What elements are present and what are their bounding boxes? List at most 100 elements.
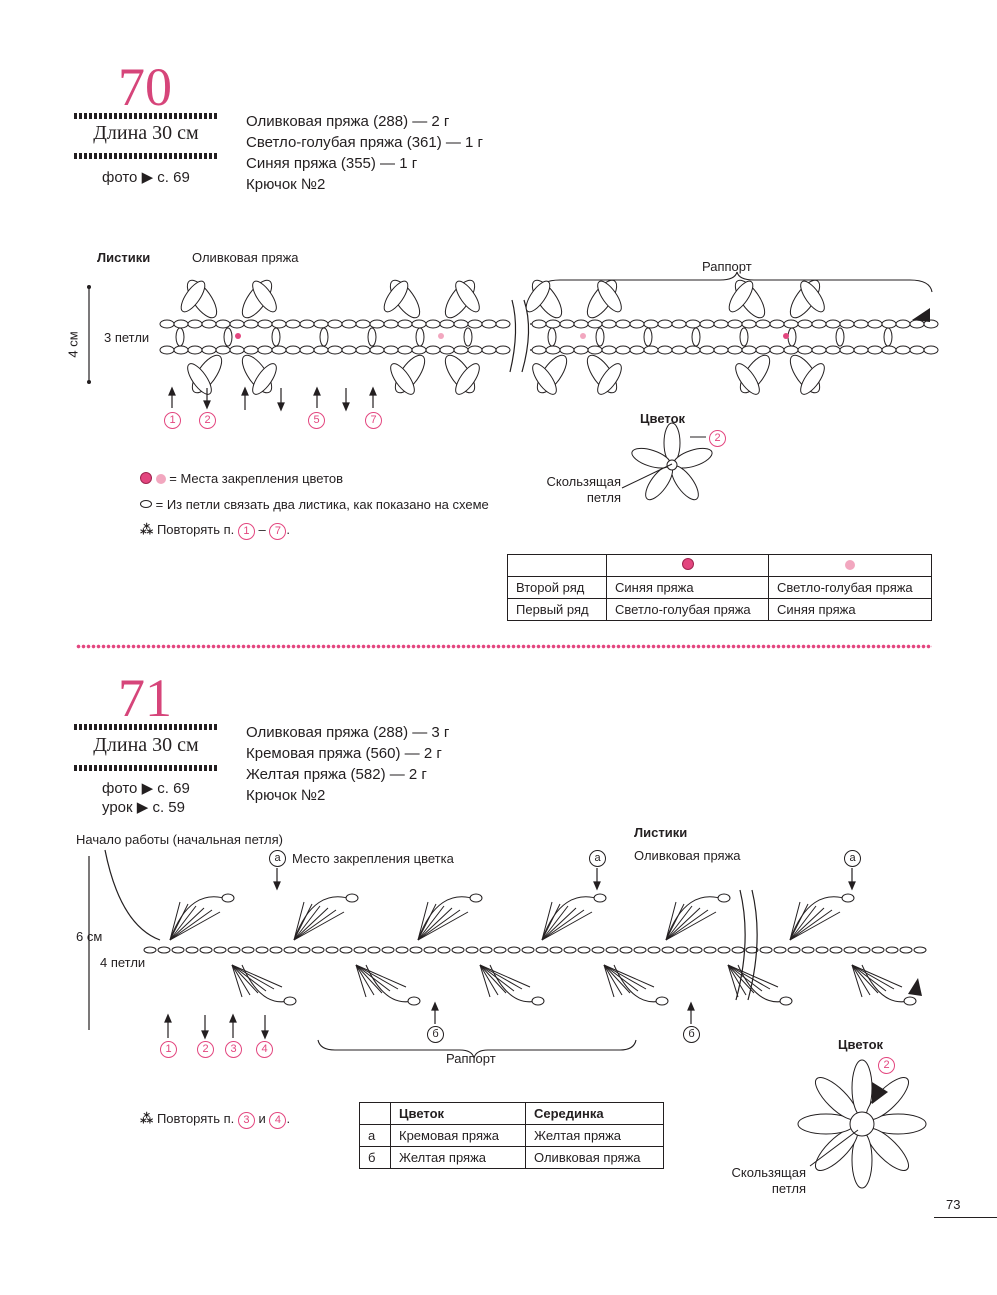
repeat-icon: ⁂ xyxy=(140,1111,154,1126)
chain-stitch xyxy=(841,893,855,903)
chain-stitch xyxy=(283,946,297,954)
chain-stitch xyxy=(899,946,913,954)
chain-stitch xyxy=(787,327,797,347)
fan-stitch xyxy=(789,905,817,941)
fan-stitch xyxy=(231,964,251,996)
fan-stitch xyxy=(417,903,437,941)
chain-stitch xyxy=(381,946,395,954)
chain-stitch xyxy=(779,996,793,1006)
fan-stitch xyxy=(417,905,445,941)
fan-stitch xyxy=(417,907,453,941)
chain-stitch xyxy=(755,319,771,329)
chain-stitch xyxy=(769,319,785,329)
chain-stitch xyxy=(913,946,927,954)
fan-stitch xyxy=(665,905,693,941)
chain-stitch xyxy=(853,319,869,329)
chain-stitch xyxy=(699,319,715,329)
chain-stitch xyxy=(633,946,647,954)
chain-stitch xyxy=(843,946,857,954)
flower-mark: 2 xyxy=(878,1057,895,1074)
chain-stitch xyxy=(143,946,157,954)
fan-stitch xyxy=(665,907,701,941)
chain-loop-icon xyxy=(140,500,152,508)
chain-stitch xyxy=(577,946,591,954)
chain-stitch xyxy=(547,327,557,347)
chain-stitch xyxy=(493,946,507,954)
row-mark: 2 xyxy=(197,1041,214,1058)
fan-stitch xyxy=(541,911,593,941)
fan-stitch xyxy=(231,964,283,988)
chain-stitch xyxy=(187,345,203,355)
dot-light-icon xyxy=(845,560,855,570)
chain-stitch xyxy=(713,345,729,355)
legend-flowers: = Места закрепления цветов xyxy=(140,471,343,486)
chain-stitch xyxy=(839,319,855,329)
chain-stitch xyxy=(643,319,659,329)
rapport-label: Раппорт xyxy=(702,259,752,274)
chain-stitch xyxy=(783,319,799,329)
chain-stitch xyxy=(299,345,315,355)
chain-stitch xyxy=(397,345,413,355)
fan-stitch xyxy=(851,964,879,994)
flower-mark: 2 xyxy=(709,430,726,447)
chain-stitch xyxy=(717,946,731,954)
chain-stitch xyxy=(229,319,245,329)
chain-stitch xyxy=(285,319,301,329)
photo-ref: фото ▶ с. 69 xyxy=(102,169,190,186)
chain-stitch xyxy=(467,345,483,355)
chain-stitch xyxy=(367,946,381,954)
fan-stitch xyxy=(293,909,337,941)
chain-stitch xyxy=(839,345,855,355)
leaf-stitch xyxy=(252,363,277,395)
flower-dot xyxy=(580,333,586,339)
fan-stitch xyxy=(169,905,197,941)
chain-stitch xyxy=(221,893,235,903)
chain-stitch xyxy=(159,319,175,329)
row-mark: 3 xyxy=(225,1041,242,1058)
chain-stitch xyxy=(797,319,813,329)
chain-stitch xyxy=(759,946,773,954)
legend-repeat: ⁂ Повторять п. 1 – 7. xyxy=(140,522,290,540)
chain-stitch xyxy=(407,996,421,1006)
chain-stitch xyxy=(661,946,675,954)
mark-a: а xyxy=(589,850,606,867)
chain-stitch xyxy=(883,327,893,347)
row-mark: 1 xyxy=(164,412,181,429)
fan-stitch xyxy=(541,903,561,941)
chain-stitch xyxy=(825,345,841,355)
materials-list: Оливковая пряжа (288) — 2 г Светло-голуб… xyxy=(246,111,483,195)
fan-stitch xyxy=(541,909,585,941)
chain-stitch xyxy=(229,345,245,355)
chain-stitch xyxy=(745,946,759,954)
chain-stitch xyxy=(327,319,343,329)
chain-stitch xyxy=(885,946,899,954)
chain-stitch xyxy=(255,946,269,954)
loops-label: 3 петли xyxy=(104,330,150,345)
chain-stitch xyxy=(481,319,497,329)
chain-stitch xyxy=(549,946,563,954)
chain-stitch xyxy=(257,345,273,355)
chain-stitch xyxy=(437,946,451,954)
chain-stitch xyxy=(741,319,757,329)
leaf-stitch xyxy=(597,363,622,395)
chain-stitch xyxy=(409,946,423,954)
fan-stitch xyxy=(541,905,569,941)
leaf-stitch xyxy=(525,280,551,313)
fan-stitch xyxy=(231,964,243,998)
fan-stitch xyxy=(603,964,623,996)
chain-stitch xyxy=(593,893,607,903)
fan-stitch xyxy=(169,909,213,941)
chart-71-diagram xyxy=(88,849,927,1189)
fan-stitch xyxy=(851,964,887,992)
chain-stitch xyxy=(853,345,869,355)
chain-stitch xyxy=(895,319,911,329)
page-number: 73 xyxy=(946,1197,961,1212)
chain-stitch xyxy=(345,893,359,903)
chain-stitch xyxy=(285,345,301,355)
chain-stitch xyxy=(829,946,843,954)
fan-stitch xyxy=(417,901,429,941)
chain-stitch xyxy=(411,319,427,329)
